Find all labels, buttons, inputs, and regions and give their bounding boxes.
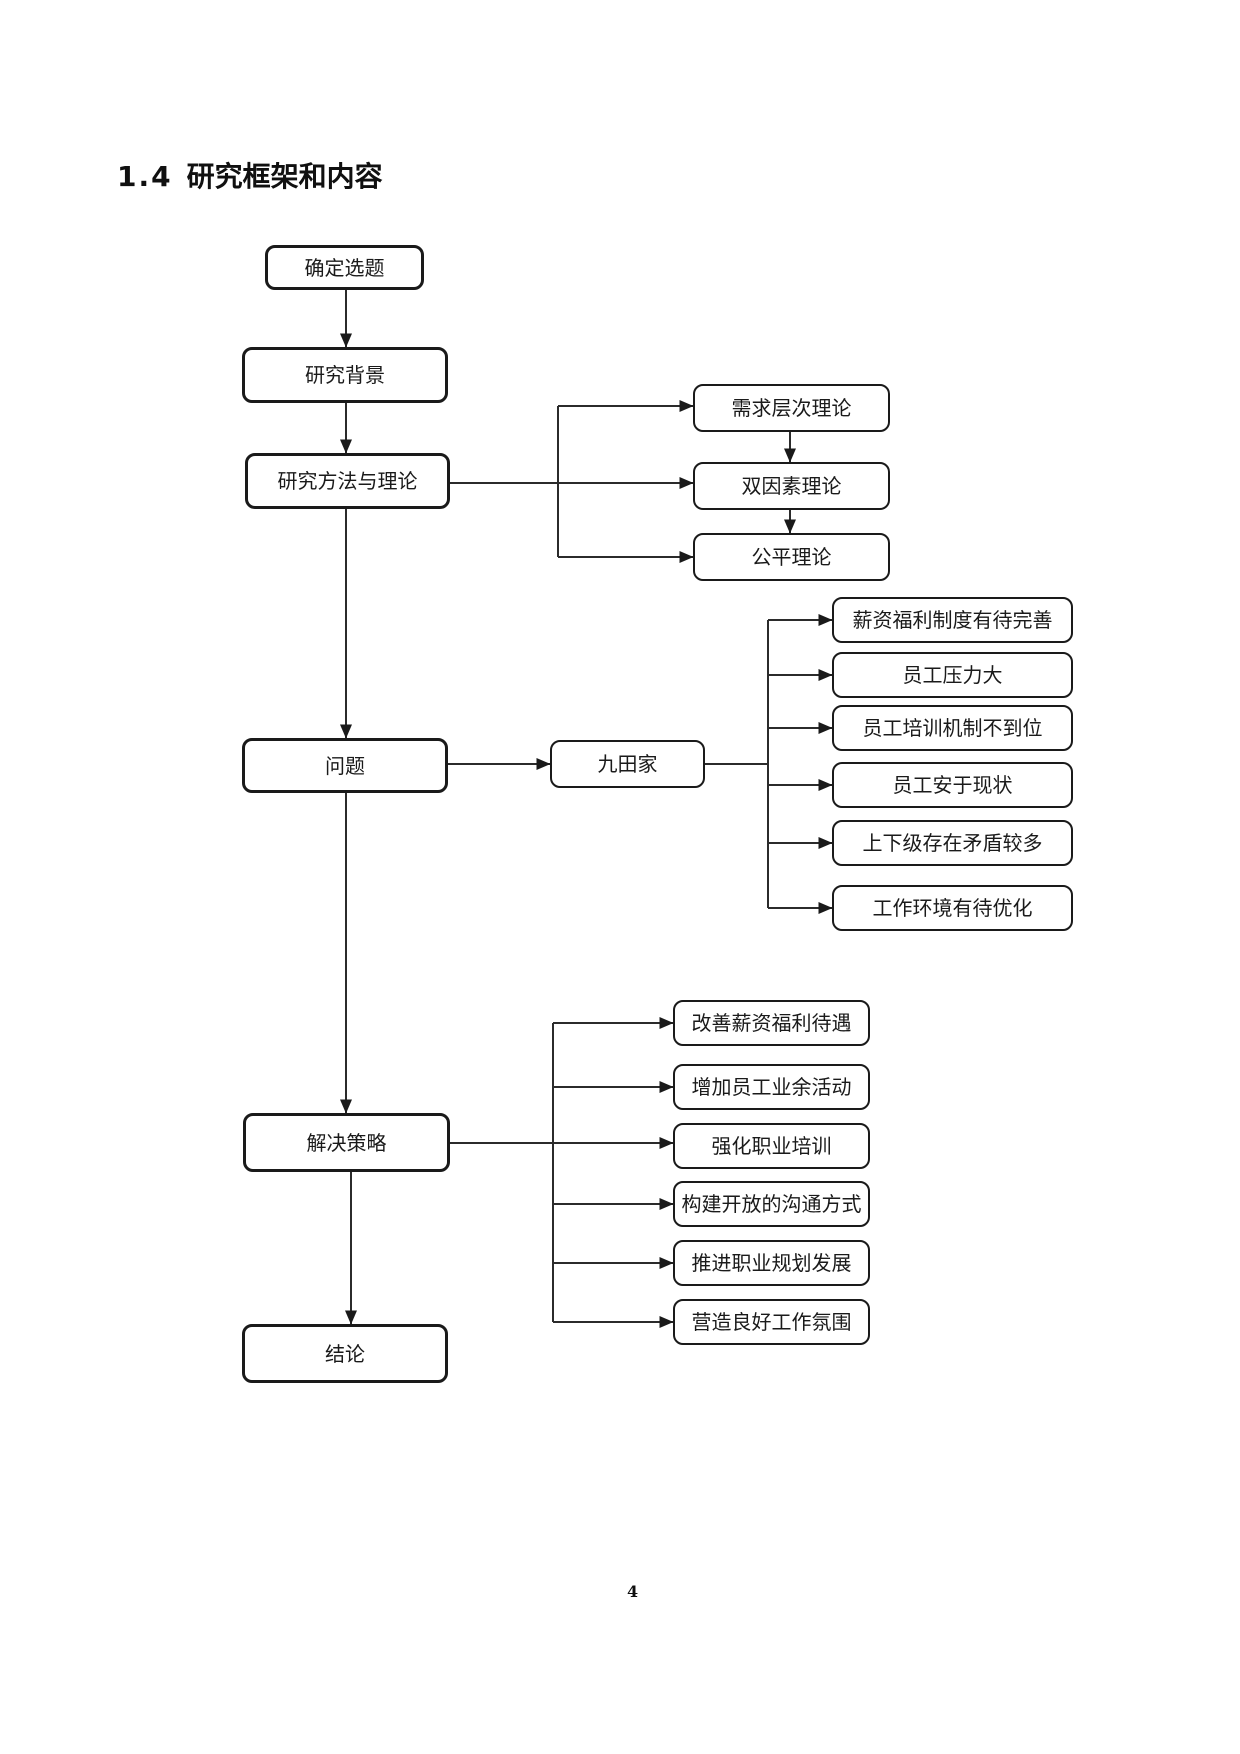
flow-node-topic-selection: 确定选题 [265,245,424,290]
problem-node-2: 员工压力大 [832,652,1073,698]
main-flow-arrows [340,290,357,1325]
problem-node-6: 工作环境有待优化 [832,885,1073,931]
flow-node-strategies: 解决策略 [243,1113,450,1172]
strategy-node-6: 营造良好工作氛围 [673,1299,870,1345]
theory-node-two-factor: 双因素理论 [693,462,890,510]
strategy-node-1: 改善薪资福利待遇 [673,1000,870,1046]
problem-node-4: 员工安于现状 [832,762,1073,808]
problem-branch-connectors [448,614,833,914]
problem-node-1: 薪资福利制度有待完善 [832,597,1073,643]
theory-node-equity: 公平理论 [693,533,890,581]
section-heading: 1.4 研究框架和内容 [117,155,383,195]
theory-node-needs-hierarchy: 需求层次理论 [693,384,890,432]
flow-node-research-background: 研究背景 [242,347,448,403]
strategy-node-2: 增加员工业余活动 [673,1064,870,1110]
company-node: 九田家 [550,740,705,788]
flow-node-conclusion: 结论 [242,1324,448,1383]
strategy-node-5: 推进职业规划发展 [673,1240,870,1286]
flow-node-problems: 问题 [242,738,448,793]
section-number: 1.4 [117,160,173,193]
strategy-node-3: 强化职业培训 [673,1123,870,1169]
page-number: 4 [627,1582,639,1601]
theory-branch-connectors [450,400,796,563]
problem-node-3: 员工培训机制不到位 [832,705,1073,751]
section-title: 研究框架和内容 [186,160,383,193]
flow-node-methods-and-theory: 研究方法与理论 [245,453,450,509]
strategy-node-4: 构建开放的沟通方式 [673,1181,870,1227]
strategy-branch-connectors [450,1017,674,1328]
problem-node-5: 上下级存在矛盾较多 [832,820,1073,866]
